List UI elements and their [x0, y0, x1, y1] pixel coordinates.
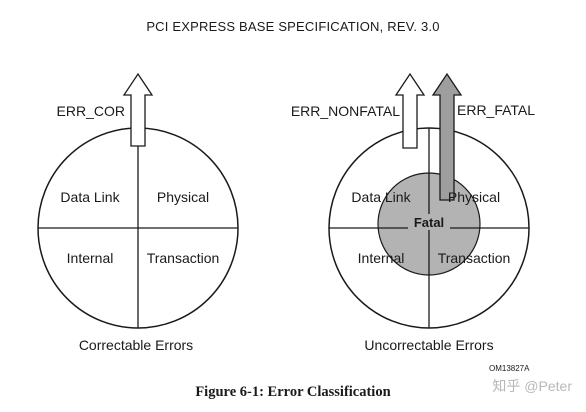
- err-nonfatal-label: ERR_NONFATAL: [291, 103, 400, 119]
- err-cor-arrow-icon: [122, 72, 154, 147]
- err-nonfatal-arrow-icon: [394, 72, 426, 149]
- err-fatal-label: ERR_FATAL: [457, 102, 535, 118]
- spec-header: PCI EXPRESS BASE SPECIFICATION, REV. 3.0: [146, 19, 440, 34]
- figure-id: OM13827A: [489, 364, 530, 373]
- uncorrectable-internal: Internal: [358, 250, 405, 266]
- correctable-transaction: Transaction: [147, 250, 220, 266]
- uncorrectable-physical: Physical: [448, 189, 500, 205]
- watermark: 知乎 @Peter: [492, 378, 572, 394]
- fatal-label: Fatal: [414, 215, 444, 230]
- correctable-internal: Internal: [67, 250, 114, 266]
- figure-caption: Figure 6-1: Error Classification: [195, 384, 391, 400]
- correctable-errors-label: Correctable Errors: [79, 337, 193, 353]
- correctable-diagram: ERR_COR Data Link Physical Internal Tran…: [37, 72, 239, 353]
- err-fatal-arrow-icon: [431, 72, 463, 201]
- correctable-physical: Physical: [157, 189, 209, 205]
- uncorrectable-transaction: Transaction: [438, 250, 511, 266]
- uncorrectable-data-link: Data Link: [351, 189, 411, 205]
- err-cor-label: ERR_COR: [57, 103, 125, 119]
- uncorrectable-diagram: ERR_NONFATAL ERR_FATAL Data Link Physica…: [291, 72, 535, 353]
- correctable-data-link: Data Link: [60, 189, 120, 205]
- uncorrectable-errors-label: Uncorrectable Errors: [364, 337, 493, 353]
- fatal-label-backdrop: [408, 214, 450, 230]
